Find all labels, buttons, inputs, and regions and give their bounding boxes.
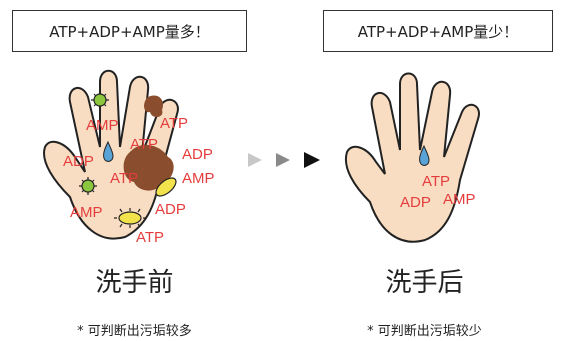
- after-caption: 洗手后: [385, 268, 464, 298]
- atp-label: ATP: [422, 173, 450, 190]
- dirt-stain: [123, 144, 174, 191]
- triangle-right-icon: [304, 152, 320, 168]
- before-panel: ATP+ADP+AMP量多！ AMP ATP ATP ADP ADP ATP: [0, 0, 289, 341]
- water-drop-icon: [103, 140, 114, 162]
- atp-label: ATP: [130, 136, 158, 153]
- before-amount-box: ATP+ADP+AMP量多！: [12, 10, 247, 52]
- germ-icon: [91, 91, 109, 109]
- amp-label: AMP: [443, 191, 476, 208]
- after-amount-box: ATP+ADP+AMP量少！: [323, 10, 553, 52]
- germ-icon: [155, 177, 177, 197]
- after-note: * 可判断出污垢较少: [367, 324, 482, 339]
- hand-shape: [344, 72, 480, 243]
- amp-label: AMP: [86, 117, 119, 134]
- adp-label: ADP: [182, 146, 213, 163]
- water-drop-icon: [419, 144, 430, 166]
- dirty-hand-illustration: AMP ATP ATP ADP ADP ATP AMP AMP ADP ATP: [43, 69, 215, 246]
- before-caption: 洗手前: [95, 268, 174, 298]
- triangle-right-icon: [276, 153, 290, 167]
- atp-label: ATP: [160, 115, 188, 132]
- amp-label: AMP: [70, 204, 103, 221]
- atp-label: ATP: [110, 170, 138, 187]
- adp-label: ADP: [155, 201, 186, 218]
- germ-icon: [79, 177, 97, 195]
- clean-hand-illustration: ATP ADP AMP: [344, 72, 480, 243]
- before-note: * 可判断出污垢较多: [77, 324, 192, 339]
- adp-label: ADP: [63, 153, 94, 170]
- atp-label: ATP: [136, 229, 164, 246]
- after-panel: ATP+ADP+AMP量少！ ATP ADP AMP 洗手后 * 可判断出污垢较…: [290, 0, 579, 341]
- dirt-stain: [144, 95, 164, 118]
- amp-label: AMP: [182, 170, 215, 187]
- triangle-right-icon: [248, 153, 262, 167]
- adp-label: ADP: [400, 194, 431, 211]
- germ-icon: [114, 208, 146, 228]
- progress-arrows: [248, 152, 320, 168]
